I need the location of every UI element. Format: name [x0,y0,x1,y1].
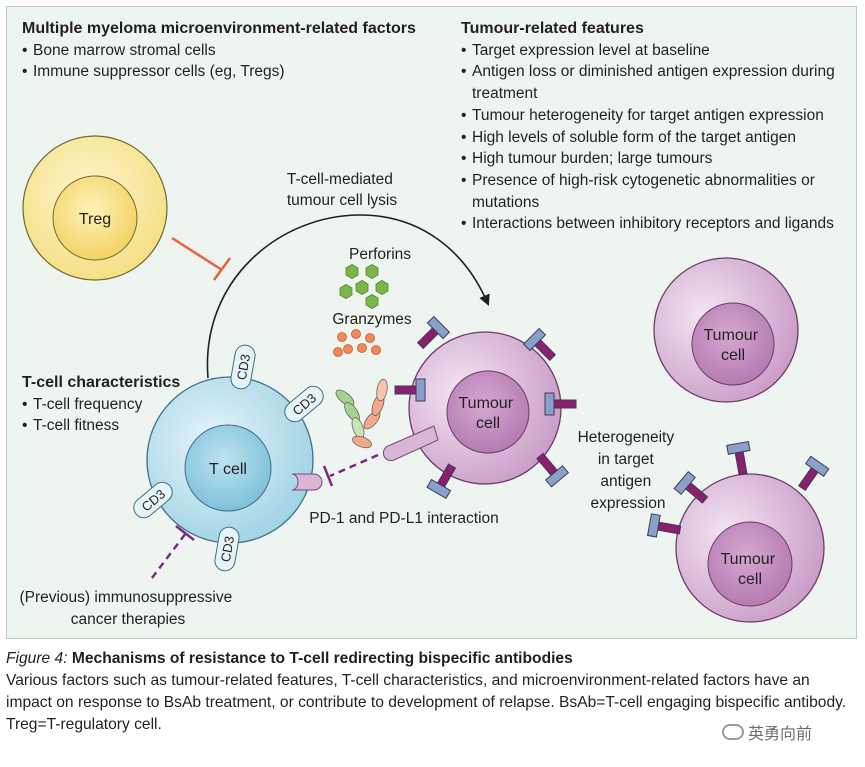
list-item: Target expression level at baseline [461,40,853,62]
cd3-receptor-bottom: CD3 [214,526,240,572]
pd1-receptor [291,473,323,491]
tcell-characteristics: T-cell characteristics T-cell frequency … [22,372,222,437]
previous-therapies-label: (Previous) immunosuppressive cancer ther… [19,589,236,628]
svg-text:Tumour cell: Tumour cell [721,551,780,588]
tcell-label: T cell [209,461,247,478]
microenvironment-factors: Multiple myeloma microenvironment-relate… [22,18,442,83]
perforins-label: Perforins [349,246,411,263]
list-item: Antigen loss or diminished antigen expre… [461,61,853,104]
pd1-inhibition-line [322,453,379,487]
list-item: Bone marrow stromal cells [22,40,442,62]
granzyme-dots [333,329,381,357]
caption-title-text: Mechanisms of resistance to T-cell redir… [71,650,573,667]
svg-text:CD3: CD3 [218,535,237,563]
caption-body: Various factors such as tumour-related f… [6,672,847,733]
treg-cell: Treg [22,135,168,281]
list-item: Tumour heterogeneity for target antigen … [461,105,853,127]
lysis-label: T-cell-mediated tumour cell lysis [287,171,398,209]
pdl1-ligand [382,425,439,462]
list-item: T-cell frequency [22,394,222,416]
svg-text:CD3: CD3 [234,353,253,381]
target-antigens-main [394,315,577,500]
list-item: Interactions between inhibitory receptor… [461,213,853,235]
perforin-hexagons [339,264,389,309]
lysis-arrow [206,214,490,379]
tumour-cell-antigen-negative: Tumour cell [653,257,799,403]
figure-caption: Figure 4: Mechanisms of resistance to T-… [6,648,859,736]
svg-text:Tumour cell: Tumour cell [459,395,518,432]
list-item: Presence of high-risk cytogenetic abnorm… [461,170,853,213]
treg-label: Treg [79,211,111,228]
svg-text:Tumour cell: Tumour cell [704,327,763,364]
mechanism-diagram: Treg T-cell-mediated tumour cell lysis P… [19,135,830,628]
treg-inhibition-line [171,236,232,281]
wechat-icon [722,724,744,740]
list-item: Immune suppressor cells (eg, Tregs) [22,61,442,83]
watermark: 英勇向前 [722,720,812,744]
heterogeneity-label: Heterogeneity in target antigen expressi… [578,429,679,512]
list-item: T-cell fitness [22,415,222,437]
microenvironment-heading: Multiple myeloma microenvironment-relate… [22,20,416,37]
target-antigens-heterogeneous [646,440,830,538]
cd3-receptor-top: CD3 [230,344,256,390]
tumour-cell-heterogeneous: Tumour cell [675,473,825,623]
list-item: High levels of soluble form of the targe… [461,127,853,149]
cd3-receptor-right: CD3 [284,385,324,423]
therapy-inhibition-line [151,525,195,579]
tumour-features-heading: Tumour-related features [461,20,644,37]
tcell-characteristics-heading: T-cell characteristics [22,374,181,391]
pd1-label: PD-1 and PD-L1 interaction [309,510,499,527]
tumour-related-features: Tumour-related features Target expressio… [461,18,853,235]
figure-label: Figure 4: [6,650,68,667]
bispecific-antibody [335,378,388,449]
list-item: High tumour burden; large tumours [461,148,853,170]
tumour-cell-main: Tumour cell [408,331,562,485]
granzymes-label: Granzymes [332,311,411,328]
caption-title: Figure 4: Mechanisms of resistance to T-… [6,648,859,670]
watermark-text: 英勇向前 [748,726,813,743]
